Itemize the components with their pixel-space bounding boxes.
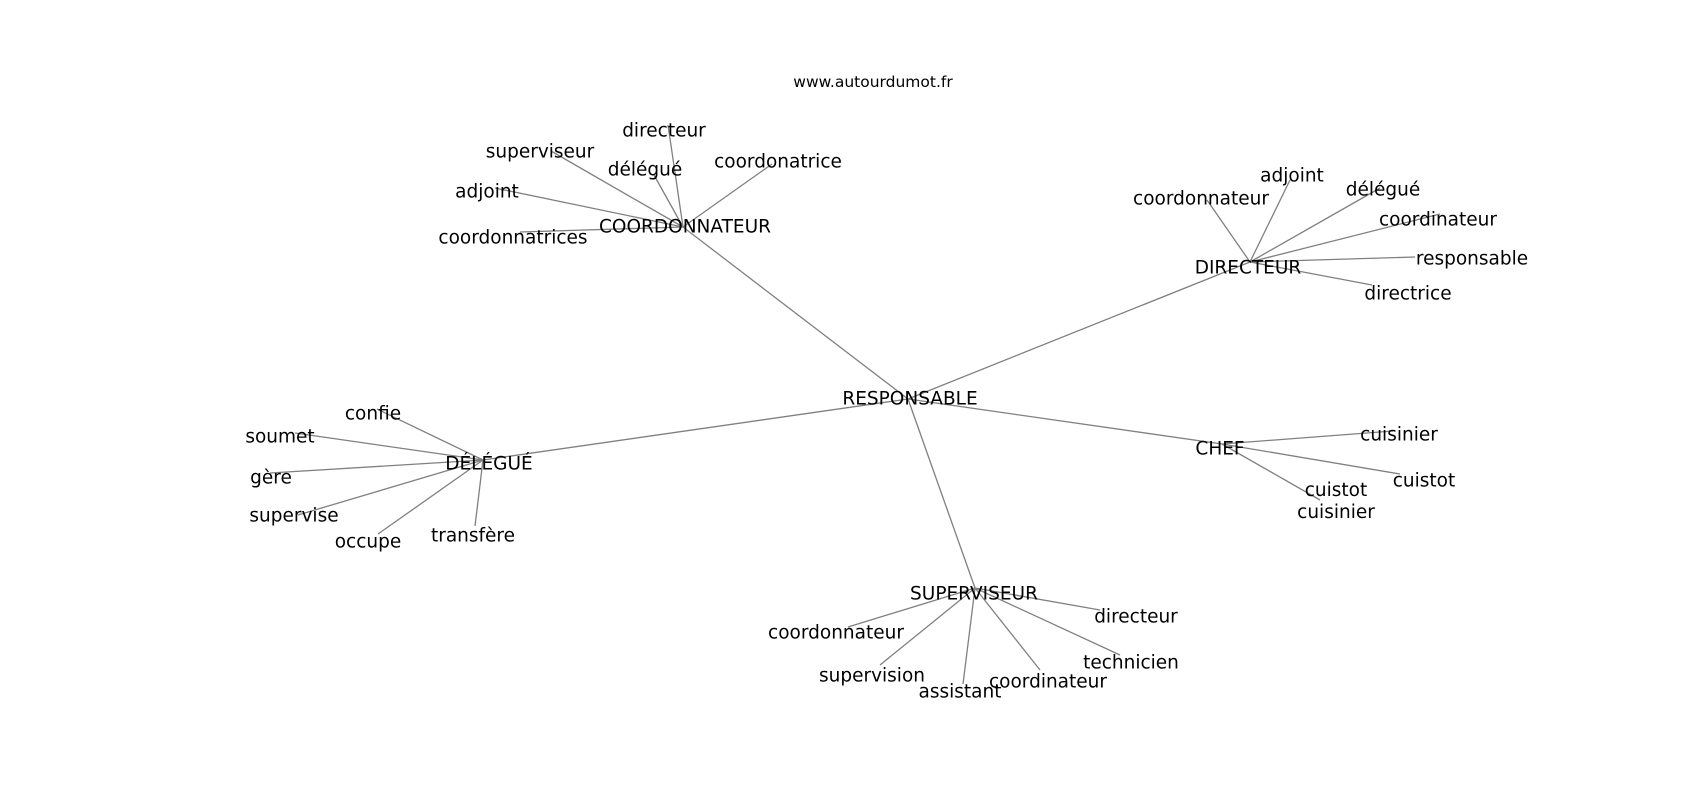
word-node-directeur-coordonnateur[interactable]: coordonnateur xyxy=(1133,189,1269,210)
word-node-directeur-adjoint[interactable]: adjoint xyxy=(1260,166,1324,187)
word-node-directeur-coordinateur[interactable]: coordinateur xyxy=(1379,210,1497,231)
edge-coordonnateur-directeur xyxy=(667,124,684,228)
edges xyxy=(269,124,1441,685)
word-node-coordonnateur-coordonnatrices[interactable]: coordonnatrices xyxy=(438,228,587,249)
edge-coordonnateur-delegue xyxy=(653,174,684,228)
word-node-superviseur-coordinateur[interactable]: coordinateur xyxy=(989,672,1107,693)
site-credit: www.autourdumot.fr xyxy=(793,73,953,91)
edge-superviseur-coordonnateur xyxy=(847,587,976,628)
edge-delegue-confie xyxy=(376,408,484,461)
edge-directeur-directrice xyxy=(1249,261,1373,286)
edge-delegue-transfere xyxy=(474,459,484,527)
word-node-superviseur-technicien[interactable]: technicien xyxy=(1083,653,1179,674)
word-node-superviseur-coordonnateur[interactable]: coordonnateur xyxy=(768,623,904,644)
hub-node-coordonnateur[interactable]: COORDONNATEUR xyxy=(599,217,771,238)
word-node-delegue-transfere[interactable]: transfère xyxy=(431,526,515,547)
edge-directeur-delegue xyxy=(1249,187,1381,263)
edge-delegue-occupe xyxy=(377,459,484,535)
edge-directeur-coordonnateur xyxy=(1206,199,1251,263)
edge-delegue-soumet xyxy=(294,432,484,461)
word-node-delegue-soumet[interactable]: soumet xyxy=(245,427,314,448)
hub-node-directeur[interactable]: DIRECTEUR xyxy=(1195,258,1302,279)
edge-directeur-adjoint xyxy=(1249,179,1291,263)
word-node-coordonnateur-adjoint[interactable]: adjoint xyxy=(455,182,519,203)
edge-directeur-coordinateur xyxy=(1249,213,1441,263)
edge-coordonnateur-coordonnatrices xyxy=(519,226,684,233)
word-node-coordonnateur-directeur[interactable]: directeur xyxy=(622,121,706,142)
edge-superviseur-assistant xyxy=(962,587,976,685)
edge-coordonnateur-coordonatrice xyxy=(682,163,773,228)
word-node-delegue-gere[interactable]: gère xyxy=(250,468,292,489)
word-node-coordonnateur-superviseur[interactable]: superviseur xyxy=(486,142,595,163)
word-node-chef-cuistot[interactable]: cuistot xyxy=(1393,471,1456,492)
edge-chef-cuisinier xyxy=(1221,430,1394,445)
edge-root-directeur xyxy=(907,261,1251,400)
word-node-superviseur-supervision[interactable]: supervision xyxy=(819,666,925,687)
word-node-delegue-supervise[interactable]: supervise xyxy=(249,506,338,527)
edge-coordonnateur-superviseur xyxy=(550,150,684,228)
edge-chef-cuistot xyxy=(1221,443,1401,475)
edge-root-superviseur xyxy=(907,398,976,589)
edge-superviseur-supervision xyxy=(879,587,976,666)
labels: RESPONSABLE COORDONNATEUR directeur supervi… xyxy=(245,121,1528,703)
hub-node-superviseur[interactable]: SUPERVISEUR xyxy=(910,584,1038,605)
word-node-directeur-delegue[interactable]: délégué xyxy=(1346,180,1421,201)
word-node-coordonnateur-delegue[interactable]: délégué xyxy=(608,160,683,181)
word-node-coordonnateur-coordonatrice[interactable]: coordonatrice xyxy=(714,152,842,173)
edge-superviseur-technicien xyxy=(974,587,1121,656)
hub-node-delegue[interactable]: DÉLÉGUÉ xyxy=(445,453,533,475)
edge-coordonnateur-adjoint xyxy=(494,187,684,228)
edge-directeur-responsable xyxy=(1249,256,1416,263)
edge-superviseur-coordinateur xyxy=(974,587,1041,671)
edge-root-chef xyxy=(907,398,1223,445)
word-node-delegue-confie[interactable]: confie xyxy=(345,404,401,425)
edge-delegue-gere xyxy=(269,459,484,474)
edge-chef-cuistot-cuisinier xyxy=(1221,443,1321,501)
edge-root-coordonnateur xyxy=(682,226,909,400)
hub-node-chef[interactable]: CHEF xyxy=(1195,439,1244,460)
word-node-delegue-occupe[interactable]: occupe xyxy=(335,532,402,553)
edge-superviseur-directeur xyxy=(974,587,1101,611)
edge-delegue-supervise xyxy=(297,459,484,516)
word-node-directeur-responsable[interactable]: responsable xyxy=(1416,249,1528,270)
word-node-chef-cuisinier[interactable]: cuisinier xyxy=(1360,425,1438,446)
word-node-directeur-directrice[interactable]: directrice xyxy=(1364,284,1451,305)
root-node-responsable[interactable]: RESPONSABLE xyxy=(842,389,977,410)
word-node-superviseur-directeur[interactable]: directeur xyxy=(1094,607,1178,628)
edge-root-delegue xyxy=(482,398,909,461)
word-node-superviseur-assistant[interactable]: assistant xyxy=(919,682,1002,703)
